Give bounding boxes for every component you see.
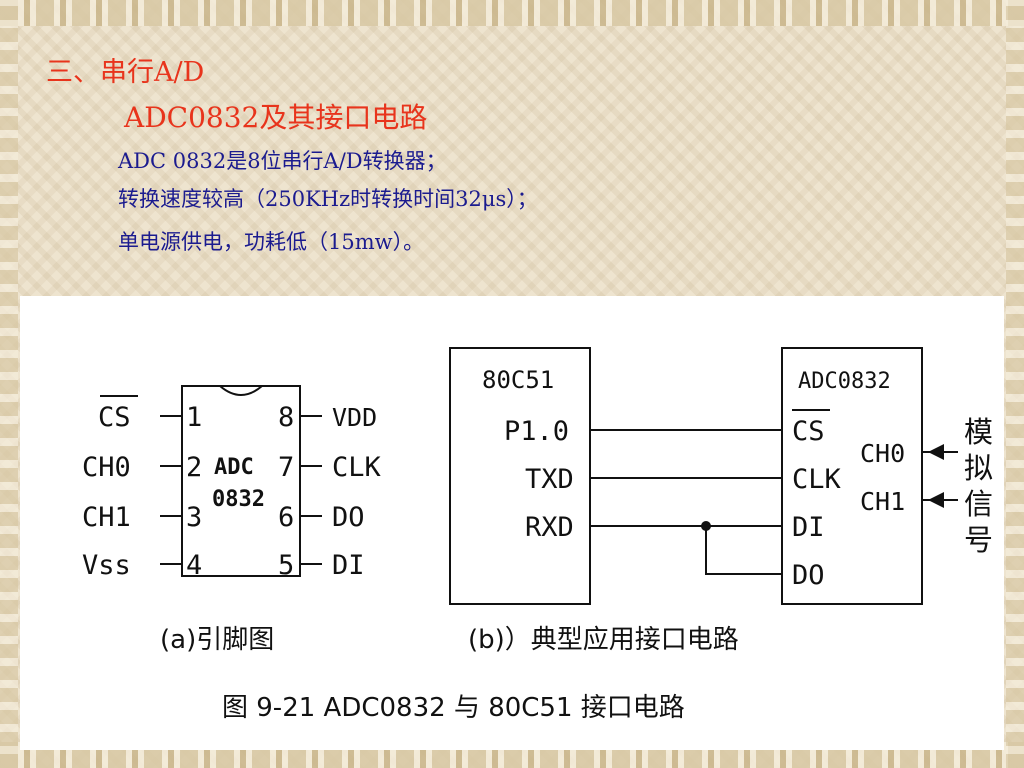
pin-number-4: 4 xyxy=(186,550,202,581)
adc-pin-ch0: CH0 xyxy=(860,439,905,468)
interface-diagram xyxy=(449,347,958,605)
interface-caption: (b)）典型应用接口电路 xyxy=(468,625,739,655)
mcu-pin-p10: P1.0 xyxy=(504,416,569,447)
arrow-ch0-icon xyxy=(928,444,944,460)
bullet-line-1: ADC 0832是8位串行A/D转换器； xyxy=(118,149,447,173)
mcu-label: 80C51 xyxy=(482,366,554,394)
pin-number-1: 1 xyxy=(186,402,202,433)
mcu-block xyxy=(449,347,591,605)
pin-number-3: 3 xyxy=(186,502,202,533)
decorative-right-border xyxy=(1006,0,1024,768)
analog-label-char-2: 拟 xyxy=(964,451,993,485)
chip-notch xyxy=(219,385,263,396)
analog-label-char-4: 号 xyxy=(964,523,993,557)
pin-label-clk: CLK xyxy=(332,452,382,483)
section-heading: 三、串行A/D xyxy=(46,57,205,88)
chip-label-0832: 0832 xyxy=(212,487,265,512)
mcu-pin-rxd: RXD xyxy=(525,512,574,543)
analog-label-char-3: 信 xyxy=(964,487,993,521)
pin-number-7: 7 xyxy=(278,452,294,483)
subsection-heading: ADC0832及其接口电路 xyxy=(124,101,428,134)
pin-label-vdd: VDD xyxy=(332,403,377,432)
pin-number-2: 2 xyxy=(186,452,202,483)
adc-block xyxy=(781,347,923,605)
pin-number-6: 6 xyxy=(278,502,294,533)
pin-label-vss: Vss xyxy=(82,550,131,581)
decorative-left-border xyxy=(0,0,18,768)
junction-dot xyxy=(701,521,711,531)
decorative-top-border xyxy=(0,0,1024,26)
adc-pin-cs: CS xyxy=(792,416,825,447)
figure-caption: 图 9-21 ADC0832 与 80C51 接口电路 xyxy=(222,693,685,723)
mcu-pin-txd: TXD xyxy=(525,464,574,495)
chip-label-adc: ADC xyxy=(214,455,254,480)
pinout-diagram xyxy=(100,385,322,577)
pin-label-di: DI xyxy=(332,550,365,581)
adc-pin-do: DO xyxy=(792,560,825,591)
bullet-line-3: 单电源供电，功耗低（15mw）。 xyxy=(118,230,425,254)
pin-label-cs: CS xyxy=(98,402,131,433)
adc-pin-ch1: CH1 xyxy=(860,487,905,516)
circuit-figure-panel: CS CH0 CH1 Vss 1 2 3 4 8 7 6 5 VDD CLK D… xyxy=(20,296,1004,750)
pinout-caption: (a)引脚图 xyxy=(160,625,274,655)
wire-rxd-do xyxy=(705,526,782,575)
chip-body xyxy=(181,385,301,577)
arrow-ch1-icon xyxy=(928,492,944,508)
analog-label-char-1: 模 xyxy=(964,415,993,449)
pin-number-8: 8 xyxy=(278,402,294,433)
adc-label: ADC0832 xyxy=(798,369,891,394)
pin-number-5: 5 xyxy=(278,550,294,581)
pin-label-ch1: CH1 xyxy=(82,502,131,533)
pin-label-do: DO xyxy=(332,502,365,533)
pin-label-ch0: CH0 xyxy=(82,452,131,483)
bullet-line-2: 转换速度较高（250KHz时转换时间32μs）； xyxy=(118,187,538,211)
adc-pin-di: DI xyxy=(792,512,825,543)
circuit-diagram: CS CH0 CH1 Vss 1 2 3 4 8 7 6 5 VDD CLK D… xyxy=(82,347,993,723)
adc-pin-clk: CLK xyxy=(792,464,842,495)
